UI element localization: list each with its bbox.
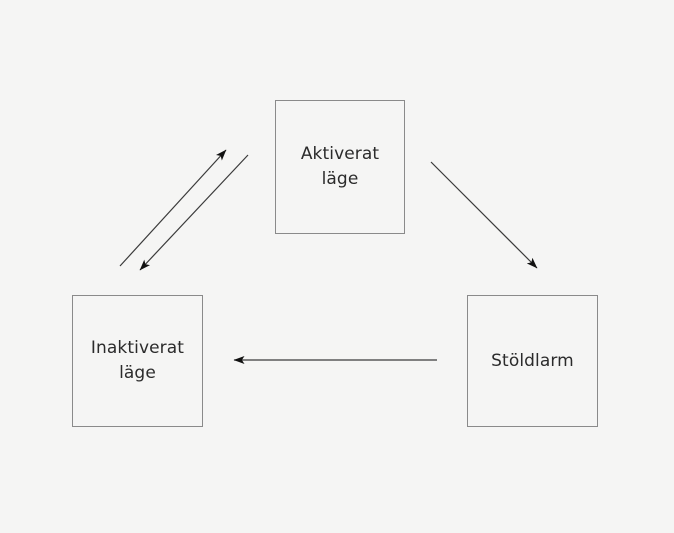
state-node-aktiverat[interactable]: Aktiverat läge <box>275 100 405 234</box>
state-node-stoldlarm[interactable]: Stöldlarm <box>467 295 598 427</box>
state-node-label: Inaktiverat läge <box>90 338 185 383</box>
edge-aktiverat-to-inaktiverat <box>139 154 249 271</box>
state-node-inaktiverat[interactable]: Inaktiverat läge <box>72 295 203 427</box>
state-node-label: Aktiverat läge <box>300 144 380 189</box>
edge-inaktiverat-to-aktiverat <box>119 149 227 267</box>
edge-aktiverat-to-stoldlarm <box>430 161 538 269</box>
state-node-label: Stöldlarm <box>491 350 574 371</box>
